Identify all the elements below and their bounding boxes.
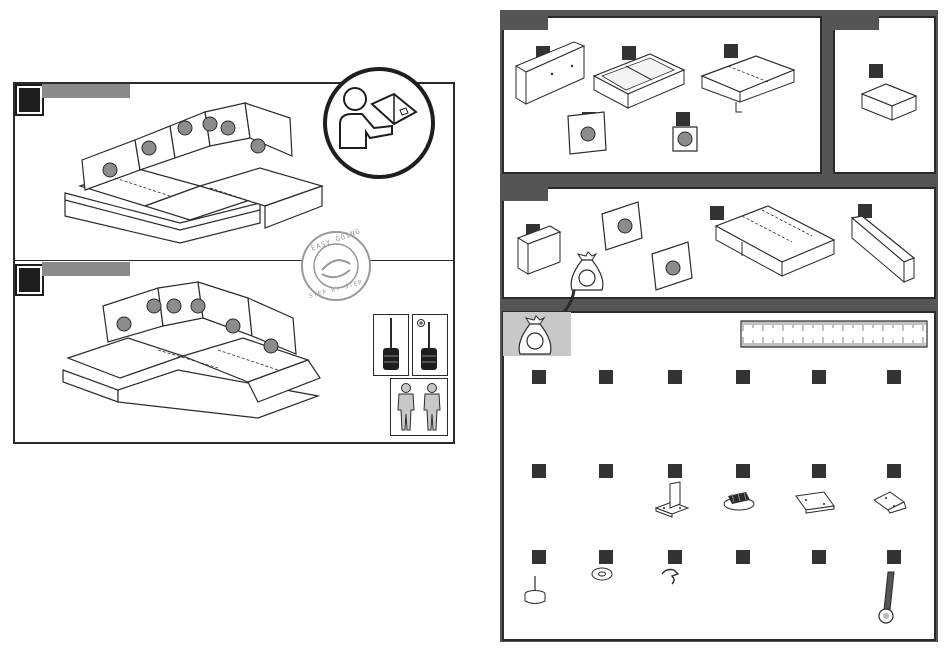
angle-connector-part [872,490,908,514]
foot-glide-part [522,574,548,608]
hardware-marker [599,464,613,478]
long-backrest-part [848,214,918,286]
hardware-marker [532,464,546,478]
two-persons-icon [392,382,446,432]
large-cushion-part [564,110,610,158]
wrench-tool-part [874,570,904,626]
overview-divider [13,260,455,261]
sofa-config-right-illustration [58,278,328,428]
hardware-panel [502,311,936,641]
sofa-config-left-illustration [60,98,330,248]
hardware-marker [887,370,901,384]
clip-part [660,566,682,586]
hardware-bag-icon [514,314,556,356]
washer-part [590,566,614,582]
chaise-module-part [712,202,838,282]
hardware-marker [599,550,613,564]
hardware-marker [887,550,901,564]
option-1-marker [17,86,42,114]
hinge-roll-part [722,488,756,514]
back-cushion-a-part [598,200,646,254]
hardware-marker [736,370,750,384]
phillips-screwdriver-icon [416,318,442,372]
hardware-marker [812,550,826,564]
small-cushion-part [670,124,700,154]
box-1-tab [502,16,548,30]
ruler-icon [740,320,928,348]
person-reading-manual-icon [322,66,436,180]
hardware-marker [812,464,826,478]
back-cushion-b-part [648,240,696,294]
hardware-marker [668,370,682,384]
option-1-tab [42,84,130,98]
flat-connector-part [794,490,836,514]
part-marker [869,64,883,78]
hardware-marker [736,550,750,564]
flat-screwdriver-icon [378,318,404,372]
open-frame-part [590,46,690,116]
hardware-marker [887,464,901,478]
box-2-tab [833,16,879,30]
hardware-marker [736,464,750,478]
side-panel-part [514,222,566,278]
armrest-part [858,80,920,126]
option-2-marker [17,266,42,294]
box-3-tab [502,187,548,201]
hardware-marker [532,370,546,384]
hardware-marker [668,464,682,478]
hardware-marker [599,370,613,384]
hardware-marker [668,550,682,564]
bracket-with-base-part [652,480,692,520]
hardware-marker [532,550,546,564]
seat-module-part [698,50,798,118]
backrest-panel-part [512,38,588,106]
option-2-tab [42,262,130,276]
hardware-marker [812,370,826,384]
